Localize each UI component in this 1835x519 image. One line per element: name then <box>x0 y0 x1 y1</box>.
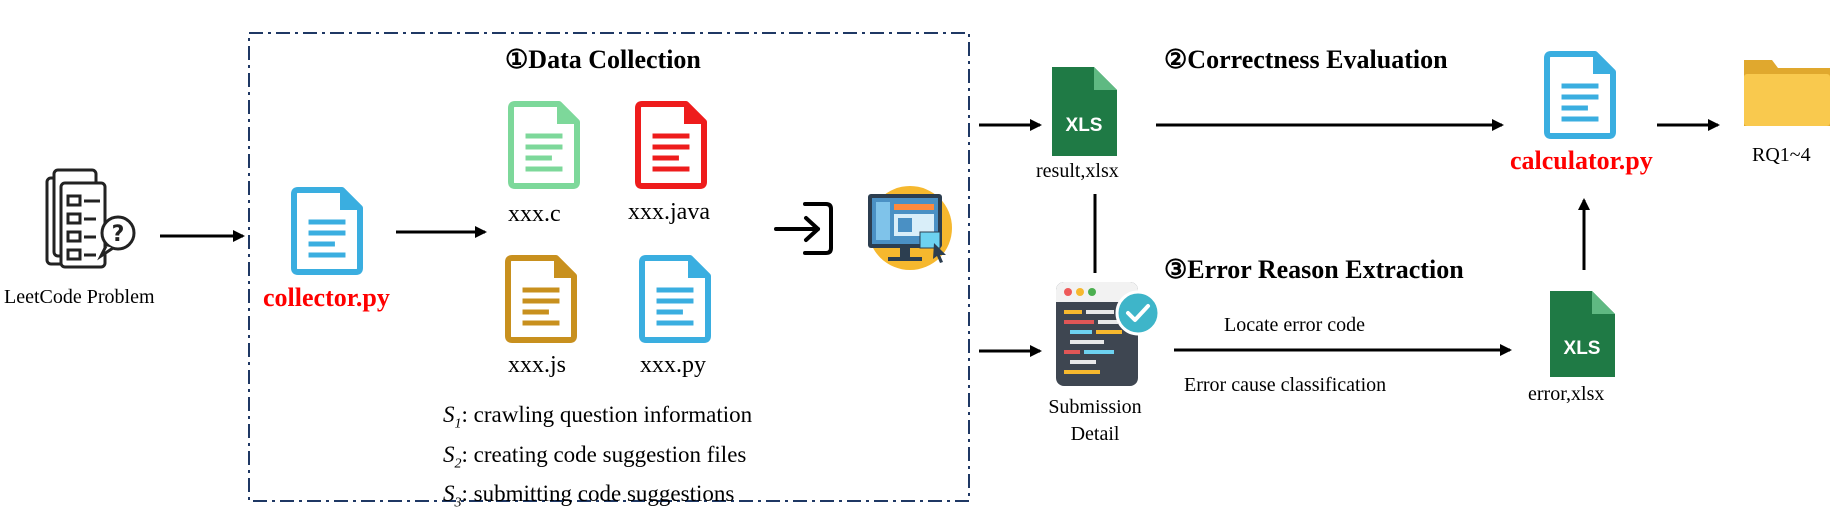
file-java-label: xxx.java <box>628 199 710 225</box>
leetcode-problem-icon: ? <box>45 168 136 269</box>
submission-detail-label: Submission Detail <box>1030 396 1160 446</box>
leetcode-problem-label: LeetCode Problem <box>4 286 155 308</box>
folder-icon <box>1744 60 1830 126</box>
calculator-label: calculator.py <box>1510 146 1653 175</box>
file-js-doc-icon <box>505 255 577 343</box>
submission-label-line2: Detail <box>1070 423 1120 445</box>
result-xlsx-label: result,xlsx <box>1036 160 1119 182</box>
error-xls-icon: XLS <box>1550 291 1615 377</box>
xls-badge-text: XLS <box>1564 338 1601 359</box>
locate-error-label: Locate error code <box>1224 314 1366 336</box>
web-monitor-icon <box>868 186 952 270</box>
file-c-doc-icon <box>508 101 580 189</box>
error-classification-label: Error cause classification <box>1184 374 1387 396</box>
file-js-label: xxx.js <box>508 352 567 378</box>
step-item: S1: crawling question information <box>443 402 753 432</box>
step-item: S2: creating code suggestion files <box>443 441 747 472</box>
submission-detail-icon <box>1056 282 1161 386</box>
calculator-doc-icon <box>1544 51 1616 139</box>
collector-doc-icon <box>291 187 363 275</box>
xls-badge-text: XLS <box>1066 115 1103 136</box>
file-c-label: xxx.c <box>508 201 561 227</box>
data-collection-title: ①Data Collection <box>505 45 701 74</box>
rq-label: RQ1~4 <box>1752 144 1811 166</box>
error-xlsx-label: error,xlsx <box>1528 383 1605 405</box>
collector-label: collector.py <box>263 283 390 312</box>
submission-label-line1: Submission <box>1048 396 1142 418</box>
submit-arrow-icon <box>774 202 833 255</box>
data-collection-box <box>248 32 970 502</box>
result-xls-icon: XLS <box>1052 67 1117 156</box>
svg-text:?: ? <box>112 222 125 247</box>
step-item: S3: submitting code suggestions <box>443 481 735 511</box>
correctness-evaluation-title: ②Correctness Evaluation <box>1164 45 1448 74</box>
file-py-doc-icon <box>639 255 711 343</box>
file-py-label: xxx.py <box>640 352 706 378</box>
error-reason-extraction-title: ③Error Reason Extraction <box>1164 255 1464 284</box>
file-java-doc-icon <box>635 101 707 189</box>
